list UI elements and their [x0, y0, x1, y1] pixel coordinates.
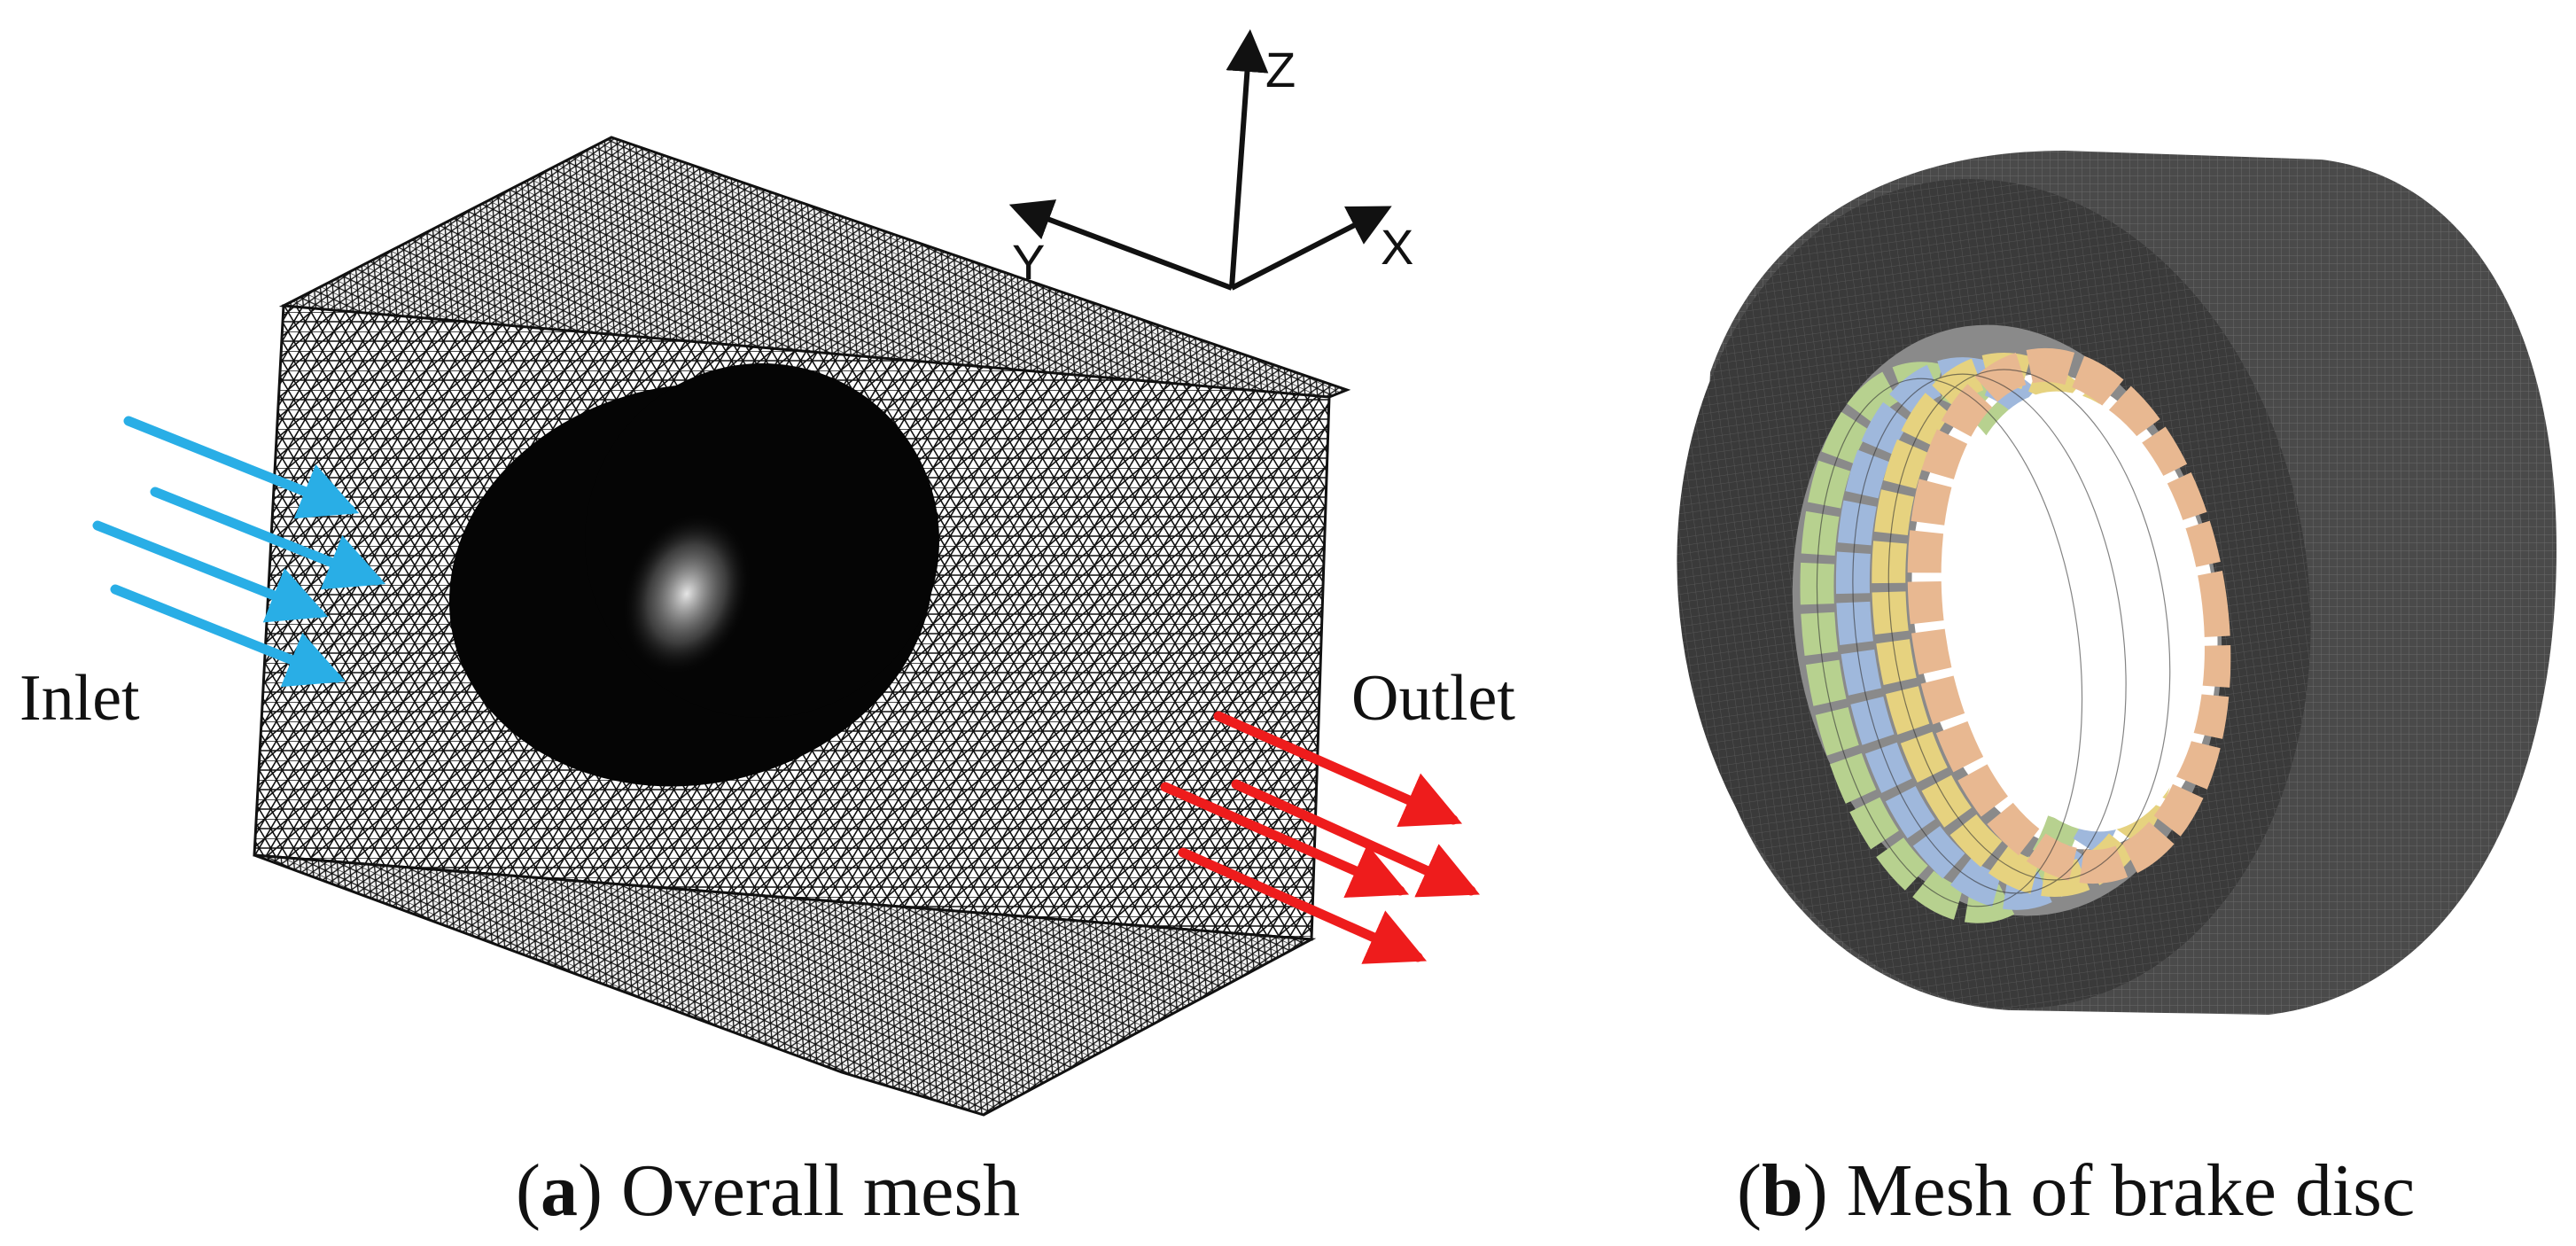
caption-a-text: Overall mesh — [602, 1149, 1021, 1232]
caption-panel-a: (a) Overall mesh — [516, 1149, 1021, 1232]
inlet-label: Inlet — [19, 662, 140, 735]
z-axis — [1226, 29, 1269, 289]
y-axis-label: Y — [1012, 234, 1045, 290]
inlet-arrows — [92, 416, 386, 688]
y-axis — [1008, 199, 1234, 291]
coordinate-axes — [1008, 29, 1392, 291]
z-axis-label: Z — [1265, 42, 1296, 97]
caption-panel-b: (b) Mesh of brake disc — [1737, 1149, 2416, 1232]
inlet-arrow — [150, 487, 386, 590]
panel-a-overall-mesh: Inlet Outlet Z Y X — [19, 29, 1515, 1117]
caption-b-text: Mesh of brake disc — [1827, 1149, 2416, 1232]
panel-b-brake-disc — [1677, 151, 2557, 1015]
x-axis-label: X — [1381, 219, 1413, 275]
outlet-arrow — [1160, 782, 1410, 898]
mesh-box-bottom-face — [253, 853, 1317, 1117]
inlet-arrow — [110, 584, 346, 688]
outlet-arrow — [1213, 711, 1463, 827]
outlet-label: Outlet — [1351, 662, 1515, 735]
disc-through-hole — [1951, 391, 2205, 832]
outlet-arrow — [1231, 779, 1481, 898]
brake-disc-hole — [621, 511, 752, 676]
outlet-arrow — [1178, 847, 1428, 964]
caption-b-letter: b — [1761, 1149, 1803, 1232]
x-axis — [1230, 206, 1392, 291]
caption-a-letter: a — [540, 1149, 578, 1232]
outlet-arrows — [1160, 711, 1481, 964]
inlet-arrow — [92, 520, 329, 623]
pad-ring — [1907, 347, 2231, 884]
pad-cell-lines — [1816, 369, 2171, 907]
inlet-arrow — [123, 416, 360, 519]
